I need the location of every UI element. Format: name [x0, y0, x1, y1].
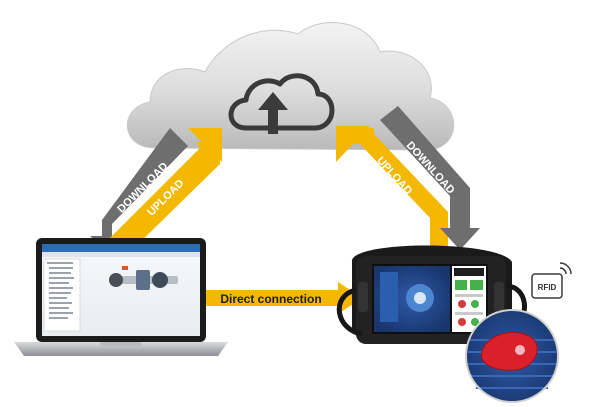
cloud-upload-icon [228, 73, 335, 134]
direct-connection-arrow: Direct connection [182, 282, 362, 314]
cloud [126, 21, 455, 151]
laptop-icon [14, 238, 228, 356]
rfid-icon: RFID [531, 262, 572, 299]
direct-connection-label: Direct connection [220, 292, 321, 306]
machine-diagram [109, 266, 178, 290]
rfid-label: RFID [538, 283, 557, 292]
rfid-tag-icon [465, 309, 559, 403]
tablet-device-icon [336, 245, 527, 344]
